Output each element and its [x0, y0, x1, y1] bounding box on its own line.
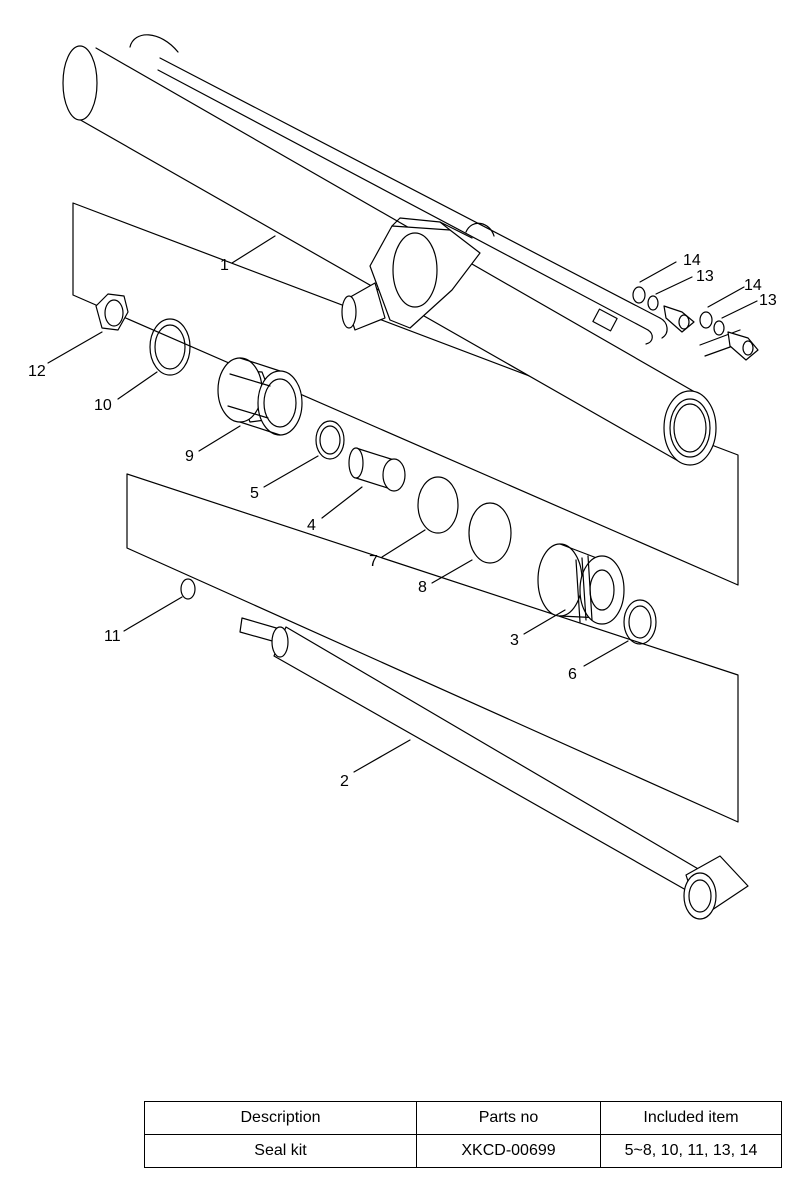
callout-3: 3 [510, 632, 519, 649]
callout-5: 5 [250, 485, 259, 502]
piston-rod [239, 617, 749, 920]
wiper [623, 599, 657, 645]
callout-6: 6 [568, 666, 577, 683]
callout-14-upper: 14 [683, 252, 701, 269]
callout-2: 2 [340, 773, 349, 790]
cell-parts-no: XKCD-00699 [416, 1134, 601, 1168]
fitting-lower [727, 331, 759, 361]
table-header-row: Description Parts no Included item [144, 1101, 782, 1135]
seal-kit-table: Description Parts no Included item Seal … [144, 1101, 782, 1168]
cylinder-tube [62, 34, 745, 466]
header-description: Description [144, 1101, 417, 1135]
callout-11: 11 [104, 628, 121, 645]
o-ring-14-upper [632, 286, 646, 304]
ring [149, 318, 191, 376]
bushing [348, 447, 406, 492]
o-ring-13-lower [713, 320, 725, 336]
o-ring-14-lower [699, 311, 713, 329]
callout-labels: 1 12 10 9 5 4 7 8 11 3 6 2 14 13 14 13 [28, 252, 777, 790]
rod-group-frame [126, 473, 739, 823]
callout-13-upper: 13 [696, 268, 714, 285]
header-included-item: Included item [600, 1101, 782, 1135]
callout-9: 9 [185, 448, 194, 465]
exploded-cylinder-diagram: 1 12 10 9 5 4 7 8 11 3 6 2 14 13 14 13 [28, 34, 777, 920]
cell-included-item: 5~8, 10, 11, 13, 14 [600, 1134, 782, 1168]
fitting-upper [663, 305, 695, 333]
o-ring-7 [417, 476, 459, 534]
o-ring-8 [468, 502, 512, 564]
table-row: Seal kit XKCD-00699 5~8, 10, 11, 13, 14 [144, 1134, 782, 1168]
callout-14-lower: 14 [744, 277, 762, 294]
gland [537, 543, 625, 625]
header-parts-no: Parts no [416, 1101, 601, 1135]
callout-13-lower: 13 [759, 292, 777, 309]
o-ring-11 [180, 578, 196, 600]
callout-1: 1 [220, 257, 229, 274]
o-ring-13-upper [647, 295, 659, 311]
callout-8: 8 [418, 579, 427, 596]
callout-7: 7 [369, 553, 378, 570]
seal-5 [315, 420, 345, 460]
cylinder-group-frame [72, 202, 739, 586]
cell-description: Seal kit [144, 1134, 417, 1168]
nut [95, 293, 129, 331]
piston [217, 357, 303, 436]
callout-12: 12 [28, 363, 46, 380]
leader-lines [47, 235, 758, 773]
callout-4: 4 [307, 517, 316, 534]
callout-10: 10 [94, 397, 112, 414]
